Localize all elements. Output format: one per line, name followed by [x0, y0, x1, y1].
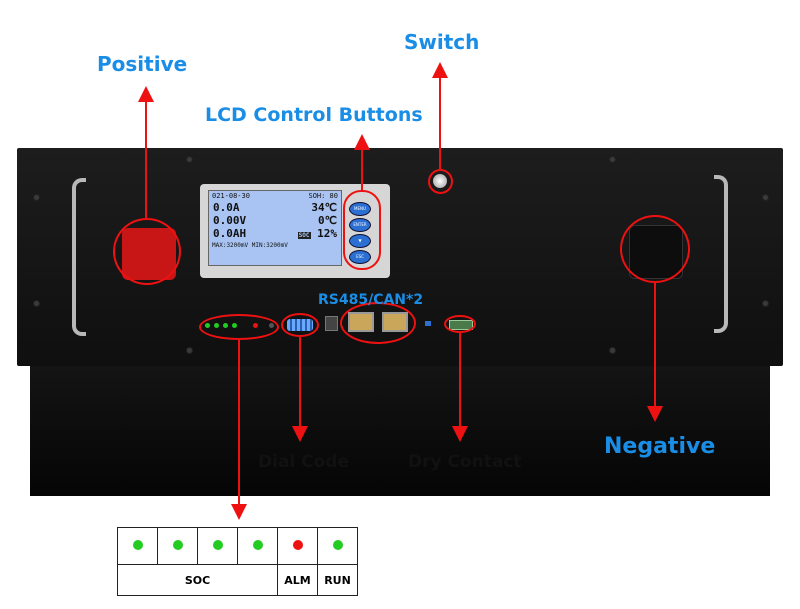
led — [214, 323, 219, 328]
lcd-button-group: MENU ENTER ▼ ESC — [343, 196, 377, 266]
alm-cell: ALM — [277, 564, 318, 596]
left-handle — [72, 178, 86, 336]
led — [205, 323, 210, 328]
switch-label: Switch — [404, 30, 480, 54]
menu-button[interactable]: MENU — [349, 202, 371, 216]
rs485-highlight-circle — [340, 302, 416, 344]
positive-highlight-circle — [113, 218, 181, 285]
negative-highlight-circle — [620, 215, 690, 283]
rs485-label: RS485/CAN*2 — [318, 292, 424, 308]
lcd-soc-tag: SOC — [297, 232, 311, 239]
esc-button[interactable]: ESC — [349, 250, 371, 264]
rs485-port-2 — [382, 312, 408, 332]
lcd-voltage: 0.00V — [213, 214, 247, 227]
led — [232, 323, 237, 328]
legend-led-cell — [117, 527, 158, 565]
lcd-current: 0.0A — [213, 201, 240, 214]
screw — [186, 347, 193, 354]
down-button[interactable]: ▼ — [349, 234, 371, 248]
led — [223, 323, 228, 328]
lcd-footer: MAX:3200mV MIN:3200mV — [212, 242, 288, 249]
lcd-temp1: 34℃ — [311, 201, 337, 214]
screw — [186, 156, 193, 163]
dry-contact-label: Dry Contact — [408, 452, 522, 472]
dial-code-label: Dial Code — [258, 452, 350, 472]
lcd-temp2: 0℃ — [318, 214, 337, 227]
legend-led-cell — [317, 527, 358, 565]
screw — [609, 156, 616, 163]
lcd-soc: 12% — [317, 227, 337, 240]
lcd-buttons-highlight — [343, 190, 381, 270]
dial-highlight-circle — [281, 313, 319, 337]
run-led — [332, 539, 343, 550]
screw — [33, 300, 40, 307]
enter-button[interactable]: ENTER — [349, 218, 371, 232]
rs485-port-1 — [348, 312, 374, 332]
legend-led-cell — [157, 527, 198, 565]
led — [269, 323, 274, 328]
indicator — [425, 321, 431, 326]
usb-port — [325, 316, 338, 331]
label-row: SOC ALM RUN — [117, 564, 358, 596]
led — [253, 323, 258, 328]
legend-led-cell — [237, 527, 278, 565]
screw — [762, 300, 769, 307]
soc-led-2 — [172, 539, 183, 550]
right-handle — [714, 175, 728, 333]
positive-label: Positive — [97, 52, 188, 76]
legend-led-cell — [197, 527, 238, 565]
arrow-lines — [138, 62, 663, 520]
soc-led-3 — [212, 539, 223, 550]
soc-led-1 — [132, 539, 143, 550]
soc-cell: SOC — [117, 564, 278, 596]
battery-body — [30, 366, 770, 496]
legend-led-cell — [277, 527, 318, 565]
leds-highlight — [199, 314, 279, 340]
screw — [762, 194, 769, 201]
lcd-date: 021-08-30 — [212, 192, 250, 200]
switch-highlight-circle — [428, 169, 453, 194]
lcd-capacity: 0.0AH — [213, 227, 247, 240]
led-legend-table: SOC ALM RUN — [117, 527, 358, 596]
led-row — [117, 527, 358, 565]
soc-led-4 — [252, 539, 263, 550]
dry-contact-highlight — [444, 315, 476, 333]
screw — [609, 347, 616, 354]
screw — [33, 194, 40, 201]
lcd-screen: 021-08-30 SOH: 80 0.0A 34℃ 0.00V 0℃ 0.0A… — [208, 190, 342, 266]
run-cell: RUN — [317, 564, 358, 596]
alm-led — [292, 539, 303, 550]
lcd-soh: SOH: 80 — [308, 192, 338, 200]
lcd-buttons-label: LCD Control Buttons — [205, 104, 423, 126]
negative-label: Negative — [604, 434, 716, 459]
